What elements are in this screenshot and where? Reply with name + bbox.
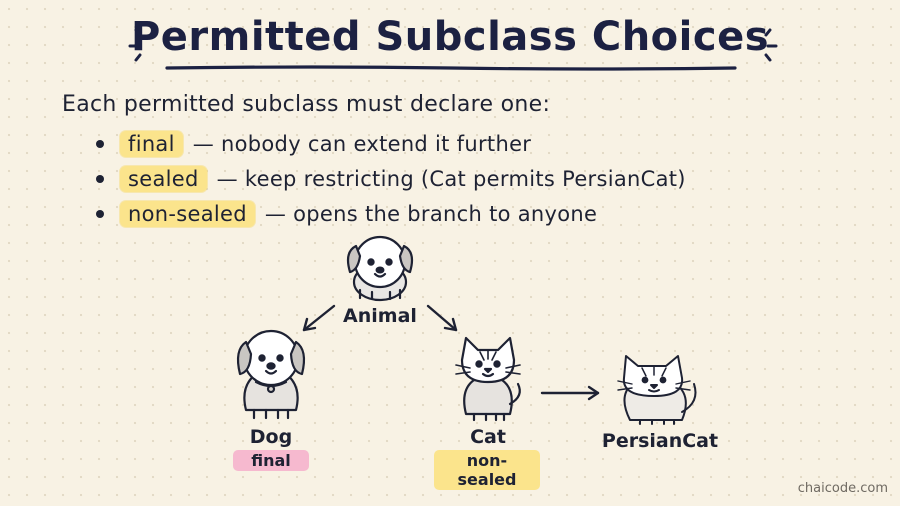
arrow-cat-to-persian: [540, 385, 600, 401]
cat-icon: [455, 336, 521, 422]
tag-cat-non-sealed: non-sealed: [434, 450, 540, 490]
page-title: Permitted Subclass Choices: [130, 14, 770, 60]
choice-non-sealed: non-sealed — opens the branch to anyone: [96, 196, 686, 231]
puppy-icon: [346, 235, 414, 302]
bullet-dot: [96, 209, 104, 218]
node-label-persiancat: PersianCat: [601, 430, 719, 452]
intro-text: Each permitted subclass must declare one…: [62, 92, 551, 117]
node-label-cat: Cat: [470, 426, 506, 448]
footer-brand: chaicode.com: [797, 481, 888, 496]
choice-sealed: sealed — keep restricting (Cat permits P…: [96, 161, 686, 196]
choice-list: final — nobody can extend it further sea…: [96, 126, 686, 231]
bullet-dot: [96, 174, 104, 183]
arrow-animal-to-dog: [302, 304, 336, 332]
sparkle-right-icon: [764, 28, 778, 62]
title-underline: [165, 65, 737, 71]
tag-dog-final: final: [233, 450, 309, 471]
bullet-dot: [96, 139, 104, 148]
arrow-animal-to-cat: [426, 304, 458, 332]
keyword-final: final: [120, 130, 183, 157]
choice-final: final — nobody can extend it further: [96, 126, 686, 161]
node-label-dog: Dog: [249, 426, 293, 448]
choice-description: — keep restricting (Cat permits PersianC…: [216, 166, 686, 191]
choice-description: — nobody can extend it further: [192, 131, 532, 156]
keyword-sealed: sealed: [120, 165, 207, 192]
persian-cat-icon: [617, 355, 697, 425]
choice-description: — opens the branch to anyone: [264, 201, 598, 226]
sparkle-left-icon: [128, 28, 142, 62]
node-label-animal: Animal: [343, 305, 417, 327]
dog-icon: [236, 329, 306, 420]
keyword-non-sealed: non-sealed: [120, 200, 255, 227]
